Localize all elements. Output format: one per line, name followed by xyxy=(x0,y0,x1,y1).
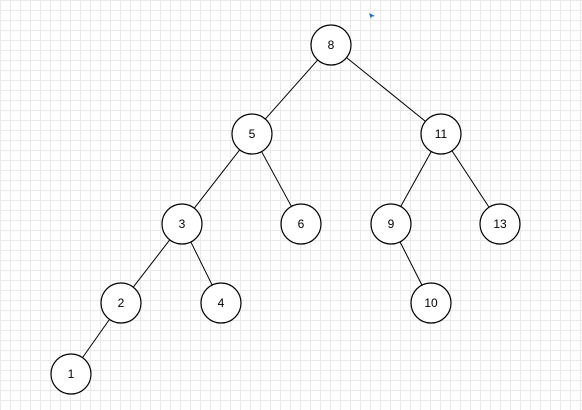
node-label: 13 xyxy=(493,217,507,231)
tree-node[interactable]: 1 xyxy=(50,353,92,395)
node-label: 4 xyxy=(218,296,225,310)
node-label: 1 xyxy=(68,367,75,381)
node-label: 2 xyxy=(118,296,125,310)
mouse-pointer-icon xyxy=(369,13,375,19)
tree-edge xyxy=(132,239,171,288)
tree-edge xyxy=(82,319,110,358)
node-circle xyxy=(100,282,142,324)
node-circle xyxy=(479,203,521,245)
node-circle xyxy=(50,353,92,395)
tree-node[interactable]: 6 xyxy=(280,203,322,245)
node-circle xyxy=(310,24,352,66)
tree-node[interactable]: 8 xyxy=(310,24,352,66)
node-circle xyxy=(410,282,452,324)
node-label: 9 xyxy=(388,217,395,231)
tree-nodes: 8 5 11 3 6 9 13 2 4 10 1 xyxy=(50,24,521,395)
tree-edges xyxy=(82,57,490,358)
node-label: 6 xyxy=(298,217,305,231)
node-circle xyxy=(370,203,412,245)
tree-edge xyxy=(400,151,432,207)
tree-edge xyxy=(399,241,423,286)
tree-edge xyxy=(193,149,241,209)
node-label: 10 xyxy=(424,296,438,310)
tree-node[interactable]: 2 xyxy=(100,282,142,324)
tree-node[interactable]: 5 xyxy=(231,113,273,155)
node-circle xyxy=(161,203,203,245)
tree-node[interactable]: 4 xyxy=(200,282,242,324)
tree-edge xyxy=(261,151,292,207)
tree-edge xyxy=(190,241,213,286)
tree-node[interactable]: 9 xyxy=(370,203,412,245)
tree-node[interactable]: 11 xyxy=(420,113,462,155)
node-circle xyxy=(280,203,322,245)
node-circle xyxy=(200,282,242,324)
node-label: 5 xyxy=(249,127,256,141)
node-circle xyxy=(420,113,462,155)
node-label: 3 xyxy=(179,217,186,231)
node-label: 11 xyxy=(435,127,448,141)
tree-edge xyxy=(346,57,426,122)
tree-node[interactable]: 13 xyxy=(479,203,521,245)
tree-edge xyxy=(451,150,490,208)
tree-node[interactable]: 10 xyxy=(410,282,452,324)
tree-edge xyxy=(264,59,319,120)
node-label: 8 xyxy=(328,38,335,52)
tree-node[interactable]: 3 xyxy=(161,203,203,245)
node-circle xyxy=(231,113,273,155)
